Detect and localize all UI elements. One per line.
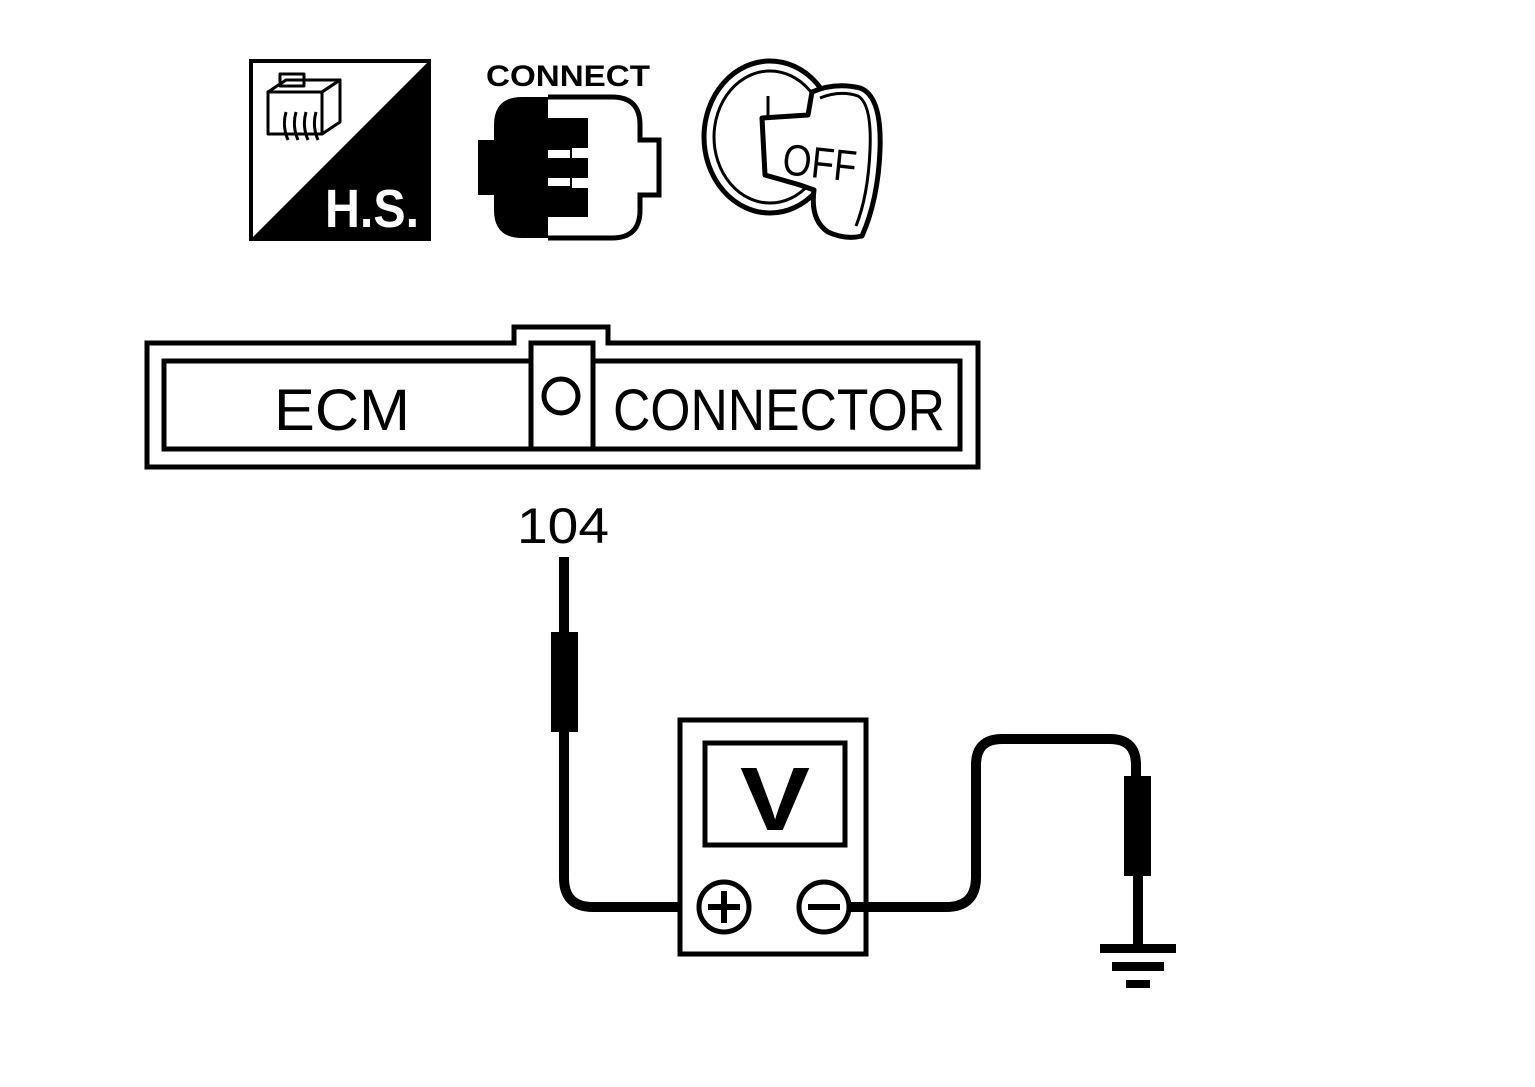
meter-display: V (740, 750, 810, 850)
positive-terminal-icon (696, 879, 752, 935)
harness-connector-icon: H.S. (249, 59, 431, 241)
positive-probe (551, 557, 690, 912)
connector-right-label: CONNECTOR (613, 378, 945, 443)
ignition-key-icon: OFF (701, 58, 883, 240)
connector-plug-icon: CONNECT (478, 60, 662, 241)
connect-label: CONNECT (486, 60, 650, 93)
harness-label: H.S. (325, 179, 419, 239)
ignition-label: OFF (780, 135, 859, 191)
ecm-connector: ECM CONNECTOR (144, 324, 981, 470)
terminal-number: 104 (517, 498, 609, 554)
ground-icon (1100, 944, 1176, 988)
connector-left-label: ECM (274, 378, 410, 443)
voltmeter-icon: V (677, 717, 869, 957)
negative-terminal-icon (796, 879, 852, 935)
negative-probe (849, 734, 1151, 948)
